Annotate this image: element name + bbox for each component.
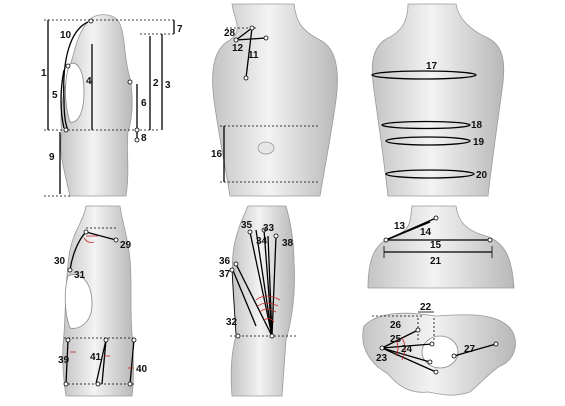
label-33: 33 — [263, 223, 275, 234]
label-30: 30 — [54, 256, 66, 267]
label-38: 38 — [282, 238, 294, 249]
panel-side-torso: 1 2 3 4 5 6 7 8 9 10 — [41, 14, 183, 197]
label-21: 21 — [430, 256, 442, 267]
label-15: 15 — [430, 240, 442, 251]
label-2: 2 — [153, 78, 159, 89]
label-31: 31 — [74, 270, 86, 281]
label-23: 23 — [376, 353, 388, 364]
label-4: 4 — [86, 76, 92, 87]
label-35: 35 — [241, 220, 253, 231]
label-12: 12 — [232, 43, 244, 54]
panel-arm-angles: 35 33 34 38 36 37 32 — [219, 205, 296, 397]
label-17: 17 — [426, 61, 438, 72]
label-6: 6 — [141, 98, 147, 109]
label-20: 20 — [476, 170, 488, 181]
label-11: 11 — [248, 50, 259, 61]
label-13: 13 — [394, 221, 406, 232]
label-29: 29 — [120, 240, 132, 251]
label-10: 10 — [60, 30, 72, 41]
panel-back-shoulders: 13 14 15 21 — [367, 205, 515, 289]
label-34: 34 — [256, 236, 268, 247]
label-26: 26 — [390, 320, 402, 331]
label-27: 27 — [464, 344, 476, 355]
label-24: 24 — [401, 344, 413, 355]
label-8: 8 — [141, 133, 147, 144]
label-36: 36 — [219, 256, 231, 267]
label-16: 16 — [211, 149, 223, 160]
label-9: 9 — [49, 152, 55, 163]
label-40: 40 — [136, 364, 148, 375]
label-32: 32 — [226, 317, 238, 328]
panel-top-view: 22 23 24 25 26 27 — [362, 302, 516, 396]
label-22: 22 — [420, 302, 432, 313]
label-39: 39 — [58, 355, 70, 366]
label-25: 25 — [390, 334, 402, 345]
label-1: 1 — [41, 68, 47, 79]
label-5: 5 — [52, 90, 58, 101]
panel-front-torso: 11 12 16 28 — [211, 3, 338, 197]
label-3: 3 — [165, 80, 171, 91]
label-37: 37 — [219, 269, 231, 280]
label-19: 19 — [473, 137, 485, 148]
panel-circumferences: 17 18 19 20 — [371, 3, 505, 197]
label-7: 7 — [177, 24, 183, 35]
label-18: 18 — [471, 120, 483, 131]
label-28: 28 — [224, 28, 236, 39]
panel-side-shoulder: 29 30 31 39 40 41 — [54, 205, 148, 397]
label-14: 14 — [420, 227, 432, 238]
label-41: 41 — [90, 352, 102, 363]
